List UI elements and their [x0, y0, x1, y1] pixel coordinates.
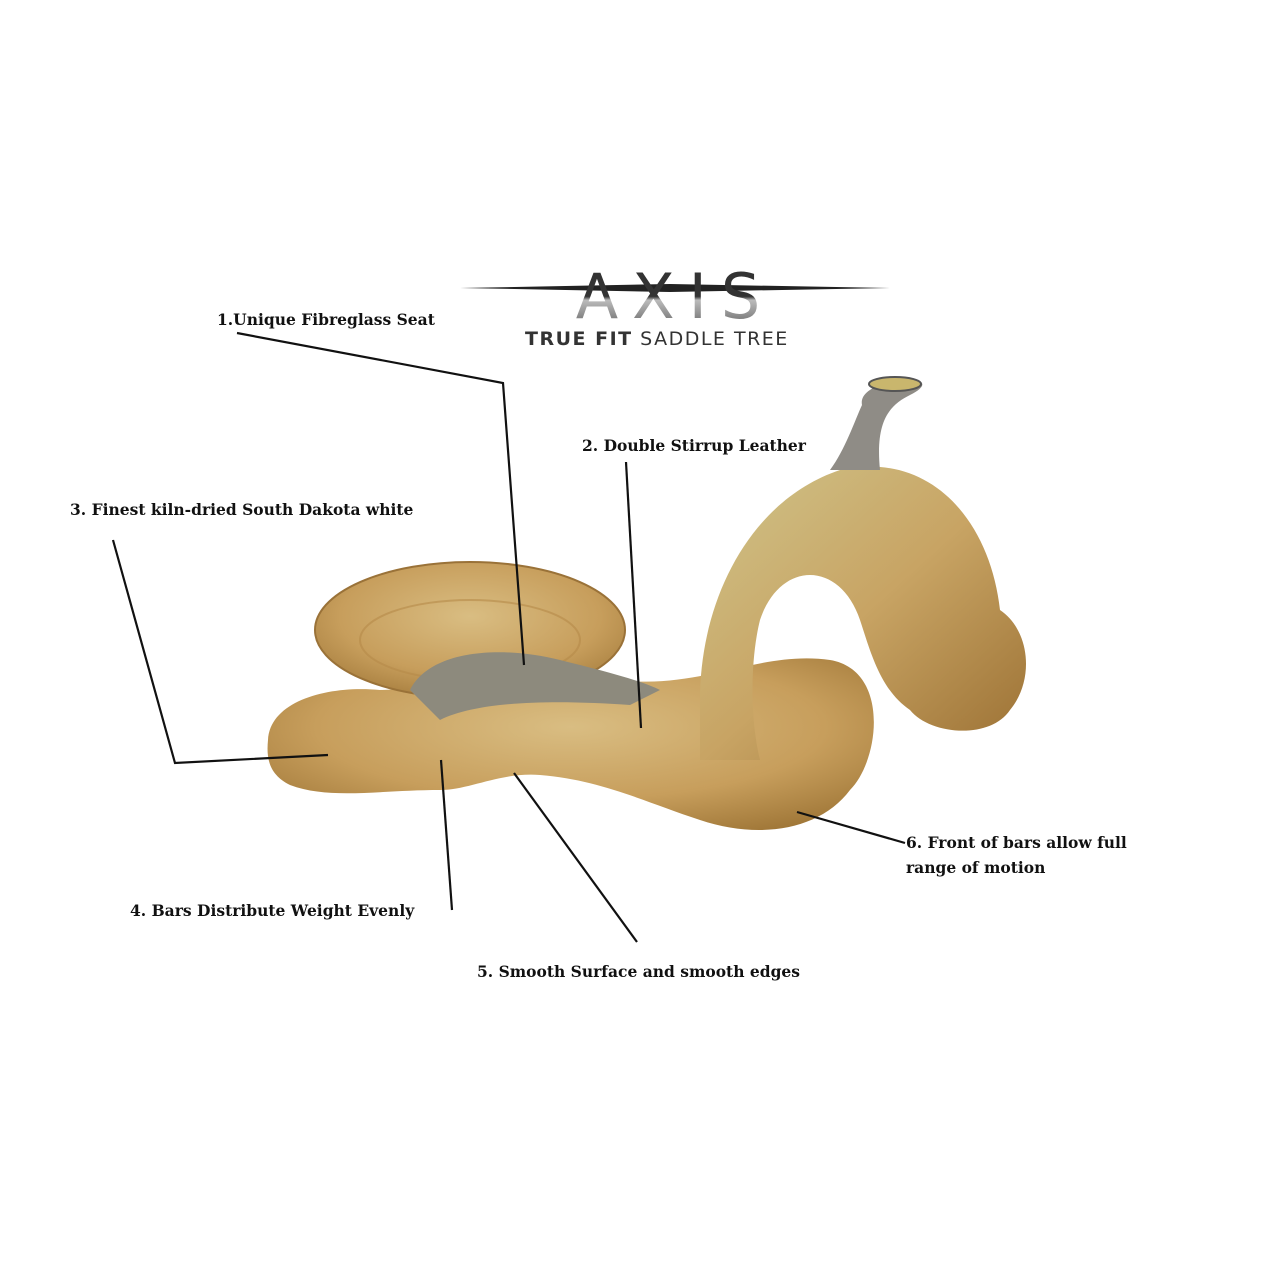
logo-tagline-bold: TRUE FIT	[525, 328, 633, 350]
logo-wordmark: AXIS	[576, 260, 775, 333]
leader-line-2	[624, 461, 643, 729]
logo-tagline-rest: SADDLE TREE	[640, 328, 789, 350]
axis-logo: AXIS	[455, 252, 895, 352]
callout-3: 3. Finest kiln-dried South Dakota white	[70, 500, 414, 519]
saddle-swell	[700, 466, 1027, 760]
callout-2: 2. Double Stirrup Leather	[582, 436, 806, 455]
callout-6-line2: range of motion	[906, 858, 1046, 877]
fibreglass-seat	[410, 652, 660, 720]
callout-6: 6. Front of bars allow full	[906, 833, 1127, 852]
callout-5: 5. Smooth Surface and smooth edges	[477, 962, 801, 981]
callout-1: 1.Unique Fibreglass Seat	[217, 310, 435, 329]
saddle-horn	[830, 379, 923, 470]
leader-line-1	[236, 331, 526, 666]
leader-line-5	[513, 772, 638, 943]
leader-line-4	[439, 759, 454, 911]
callout-4: 4. Bars Distribute Weight Evenly	[130, 901, 415, 920]
leader-line-3	[111, 539, 329, 765]
leader-lines	[111, 331, 906, 943]
logo-tagline: TRUE FIT SADDLE TREE	[525, 328, 789, 350]
leader-line-6	[796, 810, 906, 845]
